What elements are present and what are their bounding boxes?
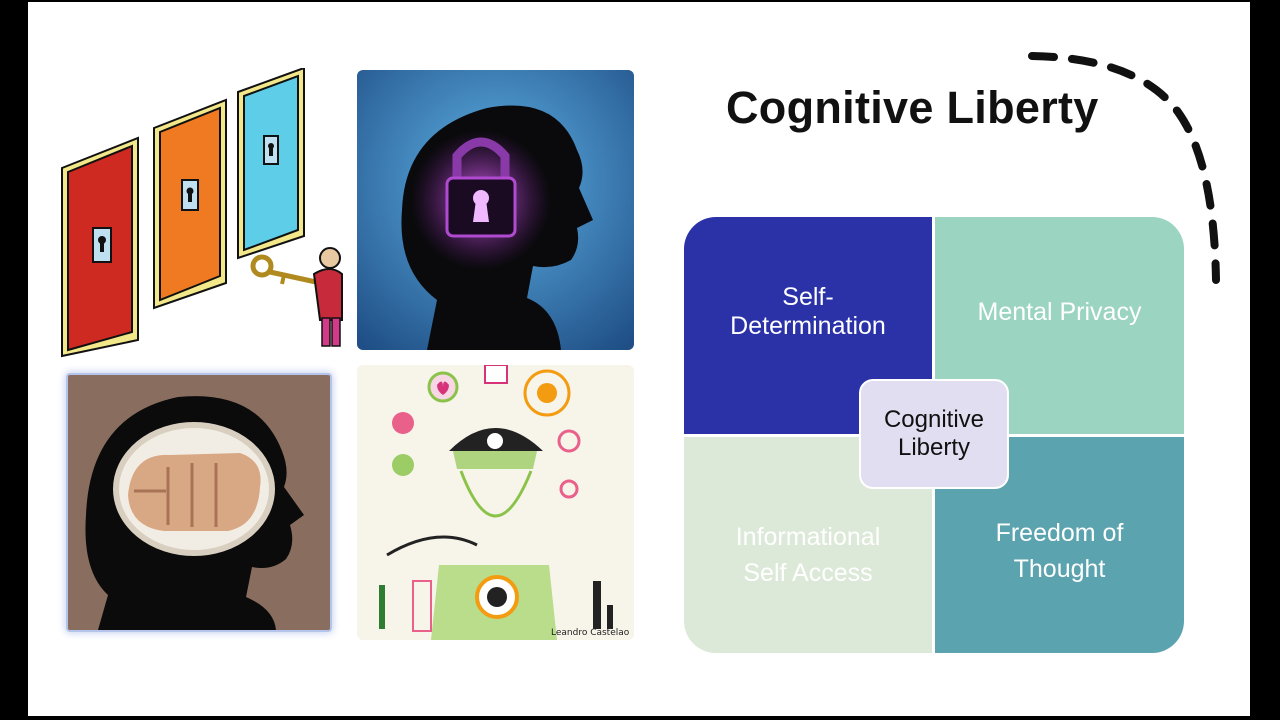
quadrant-label: Freedom of Thought: [995, 518, 1124, 583]
center-cognitive-liberty-box: Cognitive Liberty: [859, 379, 1009, 489]
center-label: Cognitive Liberty: [883, 406, 985, 461]
quadrant-label: Informational Self Access: [735, 522, 881, 587]
robot-head-illustration: Leandro Castelao: [357, 365, 634, 640]
slide-title: Cognitive Liberty: [726, 82, 1099, 133]
quadrant-label: Mental Privacy: [977, 298, 1142, 327]
robot-credit: Leandro Castelao: [551, 628, 630, 638]
dashed-arc-decoration: [1028, 52, 1220, 284]
fist-head-silhouette: [68, 375, 330, 630]
slide: Leandro Castelao Cognitive Liberty Self-…: [28, 2, 1250, 716]
quadrant-label: Self- Determination: [730, 282, 886, 340]
padlock-head-silhouette: [357, 70, 634, 350]
doors-key-illustration: [58, 68, 343, 358]
